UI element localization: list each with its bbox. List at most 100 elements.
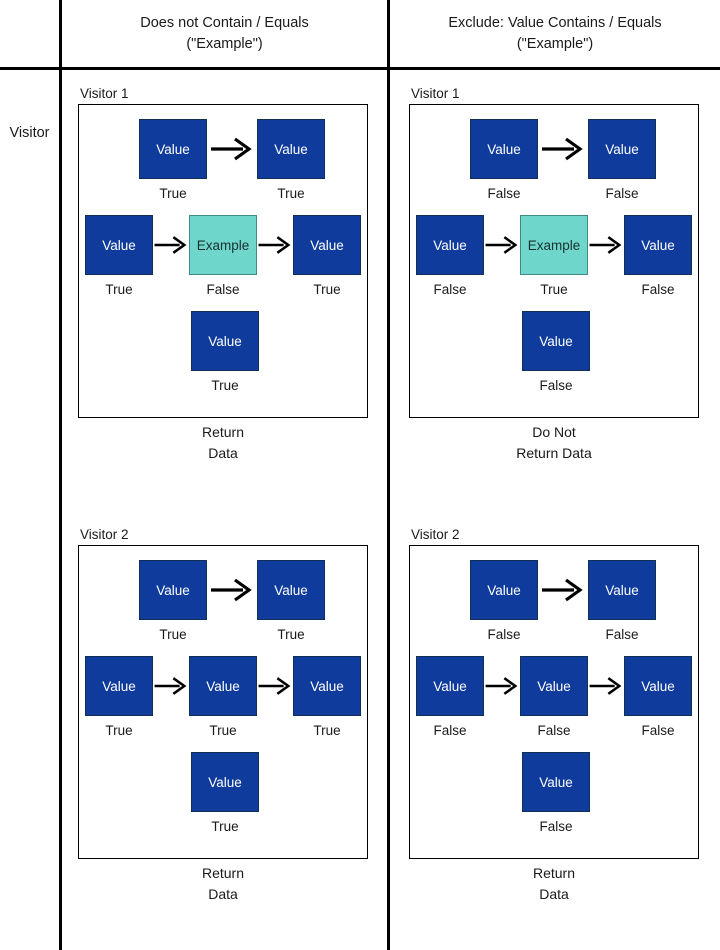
node-boolean-label: True <box>159 186 187 201</box>
flow-arrow-icon <box>484 215 520 275</box>
node-boolean-label: False <box>487 627 521 642</box>
column-header-line2: ("Example") <box>186 35 263 52</box>
node-boolean-label: True <box>540 282 568 297</box>
value-box: Value <box>257 119 325 179</box>
node-boolean-label: True <box>277 627 305 642</box>
example-box: Example <box>189 215 257 275</box>
value-box: Value <box>189 656 257 716</box>
panel-caption-line2: Return Data <box>516 445 592 461</box>
node-boolean-label: True <box>105 282 133 297</box>
flow-arrow-icon <box>257 656 293 716</box>
value-box: Value <box>520 656 588 716</box>
node-boolean-label: False <box>206 282 240 297</box>
value-box: Value <box>191 311 259 371</box>
value-box: Value <box>624 215 692 275</box>
panel-caption-line1: Return <box>532 865 576 881</box>
node-boolean-label: True <box>105 723 133 738</box>
example-box: Example <box>520 215 588 275</box>
value-box: Value <box>416 215 484 275</box>
value-box: Value <box>624 656 692 716</box>
value-box: Value <box>470 560 538 620</box>
node-boolean-label: True <box>277 186 305 201</box>
panel-caption-line2: Data <box>539 886 569 902</box>
node-boolean-label: True <box>313 723 341 738</box>
node-boolean-label: True <box>159 627 187 642</box>
node-boolean-label: False <box>605 186 639 201</box>
visitor-panel-title: Visitor 1 <box>411 86 460 101</box>
flow-arrow-icon <box>207 560 257 620</box>
node-boolean-label: False <box>641 282 675 297</box>
value-box: Value <box>139 560 207 620</box>
value-box: Value <box>139 119 207 179</box>
divider-horizontal-header <box>0 67 720 70</box>
node-boolean-label: False <box>537 723 571 738</box>
flow-arrow-icon <box>207 119 257 179</box>
flow-arrow-icon <box>484 656 520 716</box>
visitor-panel-title: Visitor 1 <box>80 86 129 101</box>
visitor-panel-title: Visitor 2 <box>411 527 460 542</box>
flow-arrow-icon <box>538 119 588 179</box>
node-boolean-label: True <box>211 819 239 834</box>
node-boolean-label: False <box>487 186 521 201</box>
column-header-does-not-contain: Does not Contain / Equals ("Example") <box>62 0 387 67</box>
panel-caption-line1: Return <box>201 424 245 440</box>
value-box: Value <box>588 560 656 620</box>
flow-arrow-icon <box>588 656 624 716</box>
row-label-visitor: Visitor <box>9 125 50 141</box>
node-boolean-label: True <box>313 282 341 297</box>
node-boolean-label: True <box>211 378 239 393</box>
column-header-line2: ("Example") <box>516 35 594 52</box>
value-box: Value <box>588 119 656 179</box>
divider-vertical-left <box>59 0 62 950</box>
column-header-exclude-value-contains: Exclude: Value Contains / Equals ("Examp… <box>390 0 720 67</box>
column-header-line1: Exclude: Value Contains / Equals <box>448 14 662 31</box>
value-box: Value <box>191 752 259 812</box>
visitor-panel-title: Visitor 2 <box>80 527 129 542</box>
value-box: Value <box>522 752 590 812</box>
flow-arrow-icon <box>153 656 189 716</box>
value-box: Value <box>257 560 325 620</box>
panel-caption-line1: Return <box>201 865 245 881</box>
panel-caption-line1: Do Not <box>532 424 576 440</box>
node-boolean-label: True <box>209 723 237 738</box>
value-box: Value <box>416 656 484 716</box>
value-box: Value <box>522 311 590 371</box>
flow-arrow-icon <box>153 215 189 275</box>
node-boolean-label: False <box>433 282 467 297</box>
value-box: Value <box>85 656 153 716</box>
panel-caption-line2: Data <box>208 445 238 461</box>
